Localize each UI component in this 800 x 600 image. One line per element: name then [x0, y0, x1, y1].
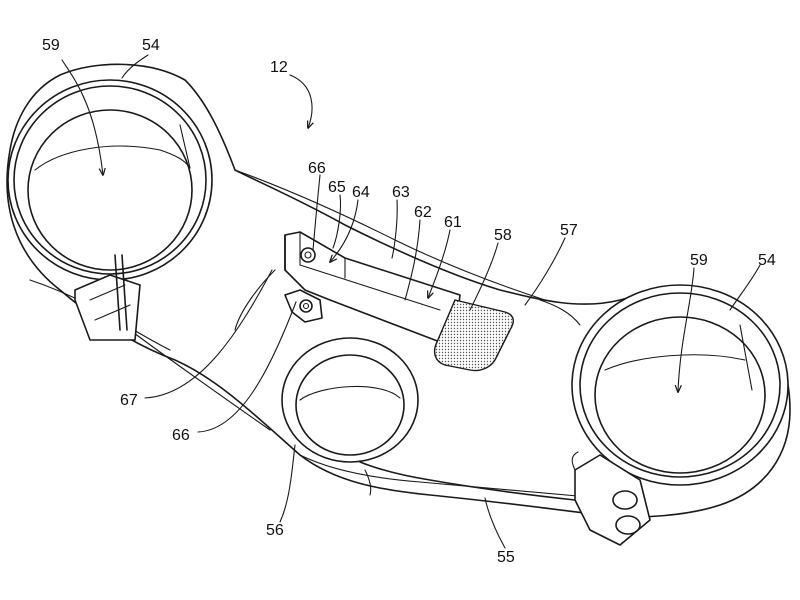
ref-66-lower: 66 [172, 427, 190, 444]
ref-65: 65 [328, 179, 346, 196]
ref-61: 61 [444, 214, 462, 231]
ref-54-left: 54 [142, 37, 160, 54]
ref-57: 57 [560, 222, 578, 239]
ref-62: 62 [414, 204, 432, 221]
ref-59-right: 59 [690, 252, 708, 269]
ref-59-left: 59 [42, 37, 60, 54]
ref-64: 64 [352, 184, 370, 201]
sleeve-right [572, 285, 788, 485]
ref-55: 55 [497, 549, 515, 566]
sleeve-left [8, 80, 212, 280]
ref-56: 56 [266, 522, 284, 539]
center-hole [282, 338, 418, 462]
ref-12: 12 [270, 59, 288, 76]
ref-63: 63 [392, 184, 410, 201]
ref-67: 67 [120, 392, 138, 409]
ref-66-upper: 66 [308, 160, 326, 177]
ref-58: 58 [494, 227, 512, 244]
ref-54-right: 54 [758, 252, 776, 269]
